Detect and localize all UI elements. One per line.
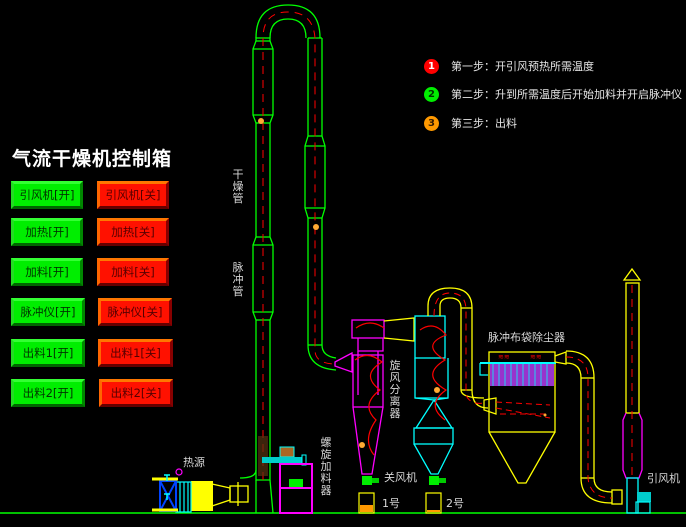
cyclone-2 <box>413 315 454 475</box>
step-3-text: 第三步：出料 <box>451 117 517 130</box>
sensor-dot <box>313 224 319 230</box>
airlock-1 <box>362 476 379 485</box>
cyclone-1 <box>334 319 385 475</box>
fan-on-button[interactable]: 引风机[开] <box>11 181 83 209</box>
bin-2 <box>425 492 442 514</box>
induced-fan-label: 引风机 <box>647 472 680 485</box>
pulse-pipe-label: 脉冲管 <box>232 261 244 298</box>
heater-body <box>191 481 213 511</box>
step-1-badge: 1 <box>424 58 439 74</box>
step-1: 1 第一步：开引风预热所需温度 <box>424 58 594 74</box>
page-title: 气流干燥机控制箱 <box>12 148 173 170</box>
cyclone-label: 旋风分离器 <box>389 359 401 420</box>
svg-text:≋≋: ≋≋ <box>530 353 542 361</box>
sensor-dot <box>258 118 264 124</box>
step-3: 3 第三步：出料 <box>424 115 517 131</box>
airlock-2 <box>429 476 446 485</box>
step-2-badge: 2 <box>424 86 439 102</box>
step-2-text: 第二步：升到所需温度后开始加料并开启脉冲仪 <box>451 88 682 101</box>
discharge2-off-button[interactable]: 出料2[关] <box>99 379 173 407</box>
step-1-text: 第一步：开引风预热所需温度 <box>451 60 594 73</box>
screw-feeder <box>262 446 313 514</box>
top-bend-outer <box>255 4 321 39</box>
burner-frame <box>159 480 177 512</box>
discharge2-on-button[interactable]: 出料2[开] <box>11 379 85 407</box>
cyclone-1-swirl <box>354 322 385 456</box>
heat-source-label: 热源 <box>183 456 205 469</box>
bin2-label: 2号 <box>446 497 464 510</box>
feed-off-button[interactable]: 加料[关] <box>97 258 169 286</box>
flow-lines <box>262 11 337 480</box>
top-bend-inner <box>269 18 307 39</box>
discharge1-on-button[interactable]: 出料1[开] <box>11 339 85 367</box>
step-3-badge: 3 <box>424 115 439 131</box>
svg-text:≋≋: ≋≋ <box>498 353 510 361</box>
heater-duct <box>211 482 249 507</box>
screw-feeder-label: 螺旋加料器 <box>320 436 332 497</box>
heat-on-button[interactable]: 加热[开] <box>11 218 83 246</box>
bin1-label: 1号 <box>382 497 400 510</box>
exhaust-duct <box>554 350 623 505</box>
exhaust-stack <box>622 267 651 514</box>
pulse-on-button[interactable]: 脉冲仪[开] <box>11 298 85 326</box>
heater-coils <box>175 481 192 513</box>
discharge1-off-button[interactable]: 出料1[关] <box>98 339 173 367</box>
bag-filter-label: 脉冲布袋除尘器 <box>488 331 565 344</box>
fan-off-button[interactable]: 引风机[关] <box>97 181 169 209</box>
drying-pipe <box>252 4 337 481</box>
heat-off-button[interactable]: 加热[关] <box>97 218 169 246</box>
feed-on-button[interactable]: 加料[开] <box>11 258 83 286</box>
step-2: 2 第二步：升到所需温度后开始加料并开启脉冲仪 <box>424 86 682 102</box>
bin-1 <box>358 492 375 514</box>
pulse-off-button[interactable]: 脉冲仪[关] <box>98 298 172 326</box>
airlock-label: 关风机 <box>384 471 417 484</box>
bag-filter: ≋≋ ≋≋ <box>479 351 556 484</box>
dry-pipe-label: 干燥管 <box>232 168 244 205</box>
